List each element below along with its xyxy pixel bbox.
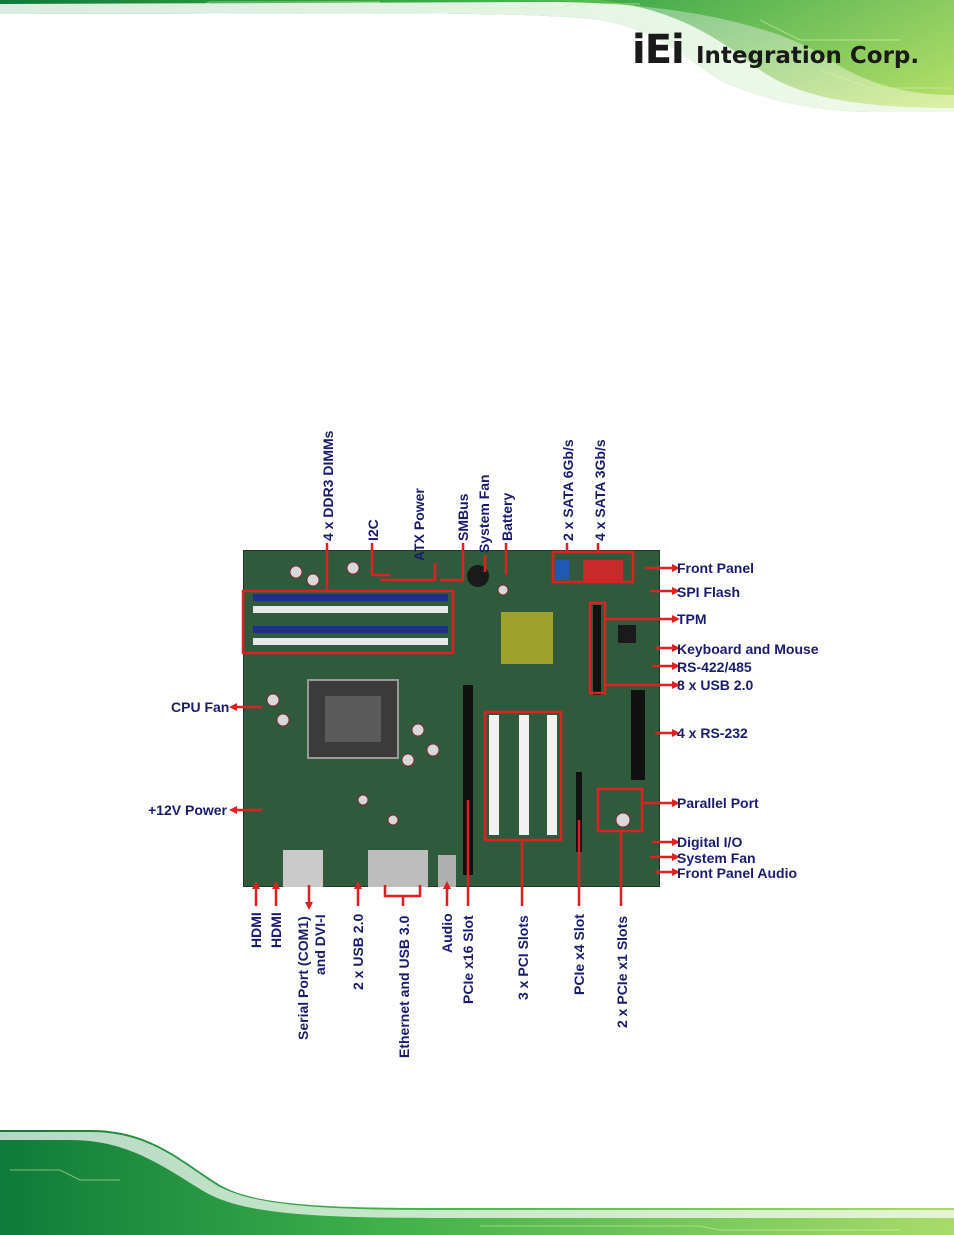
label-rs232: 4 x RS-232 <box>677 725 748 741</box>
label-and-dvi-i: and DVI-I <box>312 914 328 975</box>
label-pci-slots: 3 x PCI Slots <box>515 915 531 1000</box>
label-smbus: SMBus <box>455 493 471 541</box>
company-logo: iEi Integration Corp. <box>628 28 928 76</box>
label-spi-flash: SPI Flash <box>677 584 741 600</box>
label-ddr3-dimms: 4 x DDR3 DIMMs <box>320 430 336 541</box>
label-i2c: I2C <box>365 519 381 541</box>
label-cpu-fan: CPU Fan <box>171 699 230 715</box>
label-sata-6gbs: 2 x SATA 6Gb/s <box>560 439 576 541</box>
label-front-panel-audio: Front Panel Audio <box>677 865 798 881</box>
label-tpm: TPM <box>677 611 707 627</box>
label-digital-io: Digital I/O <box>677 834 743 850</box>
logo-text: Integration Corp. <box>696 43 920 69</box>
label-keyboard-mouse: Keyboard and Mouse <box>677 641 819 657</box>
motherboard-image <box>243 550 660 887</box>
label-battery: Battery <box>499 492 515 541</box>
label-atx-power: ATX Power <box>411 488 427 561</box>
label-front-panel: Front Panel <box>677 560 755 576</box>
label-hdmi-2: HDMI <box>268 912 284 948</box>
label-ethernet-usb30: Ethernet and USB 3.0 <box>396 915 412 1058</box>
label-usb20-2x: 2 x USB 2.0 <box>350 913 366 990</box>
label-serial-port-com1: Serial Port (COM1) <box>295 916 311 1040</box>
label-audio: Audio <box>439 913 455 953</box>
header-banner: iEi Integration Corp. <box>0 0 954 112</box>
label-sata-3gbs: 4 x SATA 3Gb/s <box>592 439 608 541</box>
label-pcie-x4: PCIe x4 Slot <box>571 914 587 995</box>
label-system-fan-top: System Fan <box>476 474 492 553</box>
label-12v-power: +12V Power <box>148 802 227 818</box>
label-hdmi-1: HDMI <box>248 912 264 948</box>
label-rs422-485: RS-422/485 <box>677 659 752 675</box>
label-parallel-port: Parallel Port <box>677 795 759 811</box>
label-usb20-8x: 8 x USB 2.0 <box>677 677 754 693</box>
footer-banner <box>0 1130 954 1235</box>
footer-circuit-graphic <box>0 1130 954 1235</box>
logo-mark: iEi <box>632 27 685 73</box>
label-pcie-x16: PCIe x16 Slot <box>460 915 476 1004</box>
label-pcie-x1-slots: 2 x PCIe x1 Slots <box>614 915 630 1028</box>
label-system-fan-right: System Fan <box>677 850 756 866</box>
header-circuit-graphic <box>0 0 954 112</box>
